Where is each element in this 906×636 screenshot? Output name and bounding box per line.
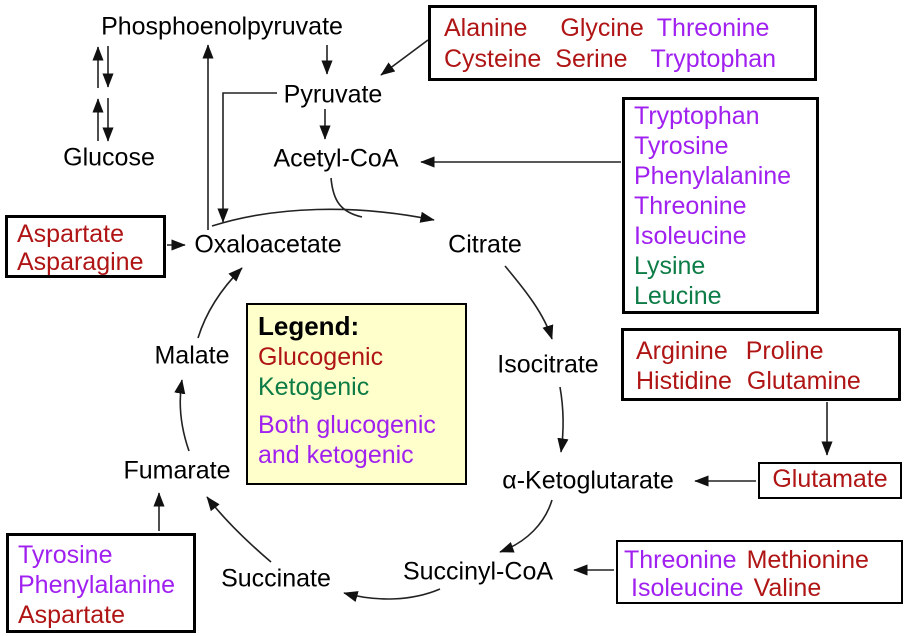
amino-acid-label: Glutamate	[772, 465, 888, 493]
curve-fumarate-to-malate	[174, 379, 190, 452]
amino-row: Phenylalanine	[634, 161, 816, 191]
curve-succinylcoa-to-succinate	[343, 588, 441, 602]
amino-acid-label: Glutamine	[746, 367, 861, 395]
amino-row: Asparagine	[17, 248, 163, 276]
amino-acid-label: Tryptophan	[650, 45, 777, 73]
node-succinyl-coa: Succinyl-CoA	[402, 557, 554, 586]
amino-row: Aspartate	[17, 220, 163, 248]
arrow-isocitrate-to-akg	[557, 386, 569, 453]
amino-row: Cysteine Serine Tryptophan	[444, 44, 814, 75]
amino-acid-label: Aspartate	[18, 601, 126, 629]
amino-acid-label: Cysteine	[444, 45, 542, 73]
amino-acid-label: Leucine	[634, 282, 722, 310]
node-phosphoenolpyruvate: Phosphoenolpyruvate	[101, 12, 343, 41]
amino-acid-label: Tyrosine	[634, 132, 729, 160]
glutamate-sources-box: Arginine Proline Histidine Glutamine	[621, 328, 901, 401]
amino-row: Isoleucine	[634, 221, 816, 251]
amino-row: Leucine	[634, 281, 816, 311]
amino-acid-label: Alanine	[444, 14, 528, 42]
amino-acid-label: Glycine	[560, 14, 644, 42]
amino-row: Phenylalanine	[18, 570, 193, 600]
node-malate: Malate	[154, 341, 230, 370]
node-citrate: Citrate	[448, 230, 522, 259]
glutamate-box: Glutamate	[758, 462, 902, 499]
oxaloacetate-sources-box: Aspartate Asparagine	[5, 215, 166, 278]
curve-acetylcoa-to-citrate	[330, 177, 363, 218]
curve-oxaloacetate-to-citrate	[211, 208, 435, 227]
legend-item-label: Both glucogenic	[258, 411, 436, 439]
arrow-box-to-pyruvate	[380, 39, 429, 76]
amino-acid-label: Methionine	[746, 546, 869, 574]
amino-acid-label: Asparagine	[17, 248, 144, 276]
pyruvate-sources-box: Alanine Glycine Threonine Cysteine Serine Tr…	[428, 5, 817, 81]
node-glucose: Glucose	[63, 143, 155, 172]
amino-acid-label: Isoleucine	[631, 574, 744, 602]
arrow-pyruvate-to-oxaloacetate	[217, 92, 277, 223]
node-acetyl-coa: Acetyl-CoA	[273, 144, 399, 173]
legend-item: and ketogenic	[258, 440, 465, 470]
amino-acid-label: Threonine	[624, 546, 737, 574]
amino-acid-label: Threonine	[656, 14, 770, 42]
amino-acid-label: Aspartate	[17, 220, 125, 248]
curve-citrate-to-isocitrate	[504, 265, 554, 340]
amino-acid-label: Serine	[555, 45, 628, 73]
node-fumarate: Fumarate	[123, 456, 231, 485]
amino-row: Aspartate	[18, 600, 193, 630]
amino-row: Threonine	[634, 191, 816, 221]
amino-row: Arginine Proline	[636, 336, 898, 366]
legend-item-label: and ketogenic	[258, 441, 414, 469]
amino-acid-label: Valine	[753, 574, 822, 602]
node-alpha-ketoglutarate: α-Ketoglutarate	[502, 466, 674, 495]
curve-malate-to-oxaloacetate	[197, 267, 243, 339]
node-succinate: Succinate	[221, 564, 331, 593]
fumarate-sources-box: Tyrosine Phenylalanine Aspartate	[6, 533, 196, 633]
amino-row: Tyrosine	[18, 540, 193, 570]
amino-acid-label: Threonine	[634, 192, 747, 220]
curve-akg-to-succinylcoa	[499, 499, 553, 553]
amino-row: Threonine Methionine	[624, 546, 901, 574]
amino-acid-label: Lysine	[634, 252, 706, 280]
amino-acid-label: Proline	[745, 337, 824, 365]
amino-acid-label: Arginine	[636, 337, 728, 365]
node-pyruvate: Pyruvate	[283, 80, 383, 109]
legend-title: Legend:	[258, 311, 360, 341]
legend-item: Glucogenic	[258, 342, 465, 372]
amino-acid-label: Phenylalanine	[634, 162, 792, 190]
node-isocitrate: Isocitrate	[497, 350, 599, 379]
legend-item: Both glucogenic	[258, 410, 465, 440]
amino-row: Tyrosine	[634, 131, 816, 161]
acetyl-coa-sources-box: Tryptophan Tyrosine Phenylalanine Threon…	[622, 97, 819, 314]
legend-item: Ketogenic	[258, 372, 465, 402]
legend: Legend: Glucogenic Ketogenic Both glucog…	[246, 303, 467, 485]
legend-item-label: Ketogenic	[258, 373, 370, 401]
amino-row: Histidine Glutamine	[636, 366, 898, 396]
curve-succinate-to-fumarate	[206, 496, 272, 563]
amino-acid-label: Isoleucine	[634, 222, 747, 250]
amino-row: Alanine Glycine Threonine	[444, 13, 814, 44]
amino-acid-label: Phenylalanine	[18, 571, 176, 599]
legend-item-label: Glucogenic	[258, 343, 384, 371]
amino-acid-label: Tryptophan	[634, 102, 760, 130]
amino-acid-label: Tyrosine	[18, 541, 113, 569]
amino-row: Lysine	[634, 251, 816, 281]
amino-row: Tryptophan	[634, 101, 816, 131]
succinyl-coa-sources-box: Threonine Methionine Isoleucine Valine	[616, 540, 903, 604]
amino-row: Isoleucine Valine	[631, 574, 901, 602]
node-oxaloacetate: Oxaloacetate	[194, 230, 342, 259]
amino-acid-label: Histidine	[636, 367, 732, 395]
